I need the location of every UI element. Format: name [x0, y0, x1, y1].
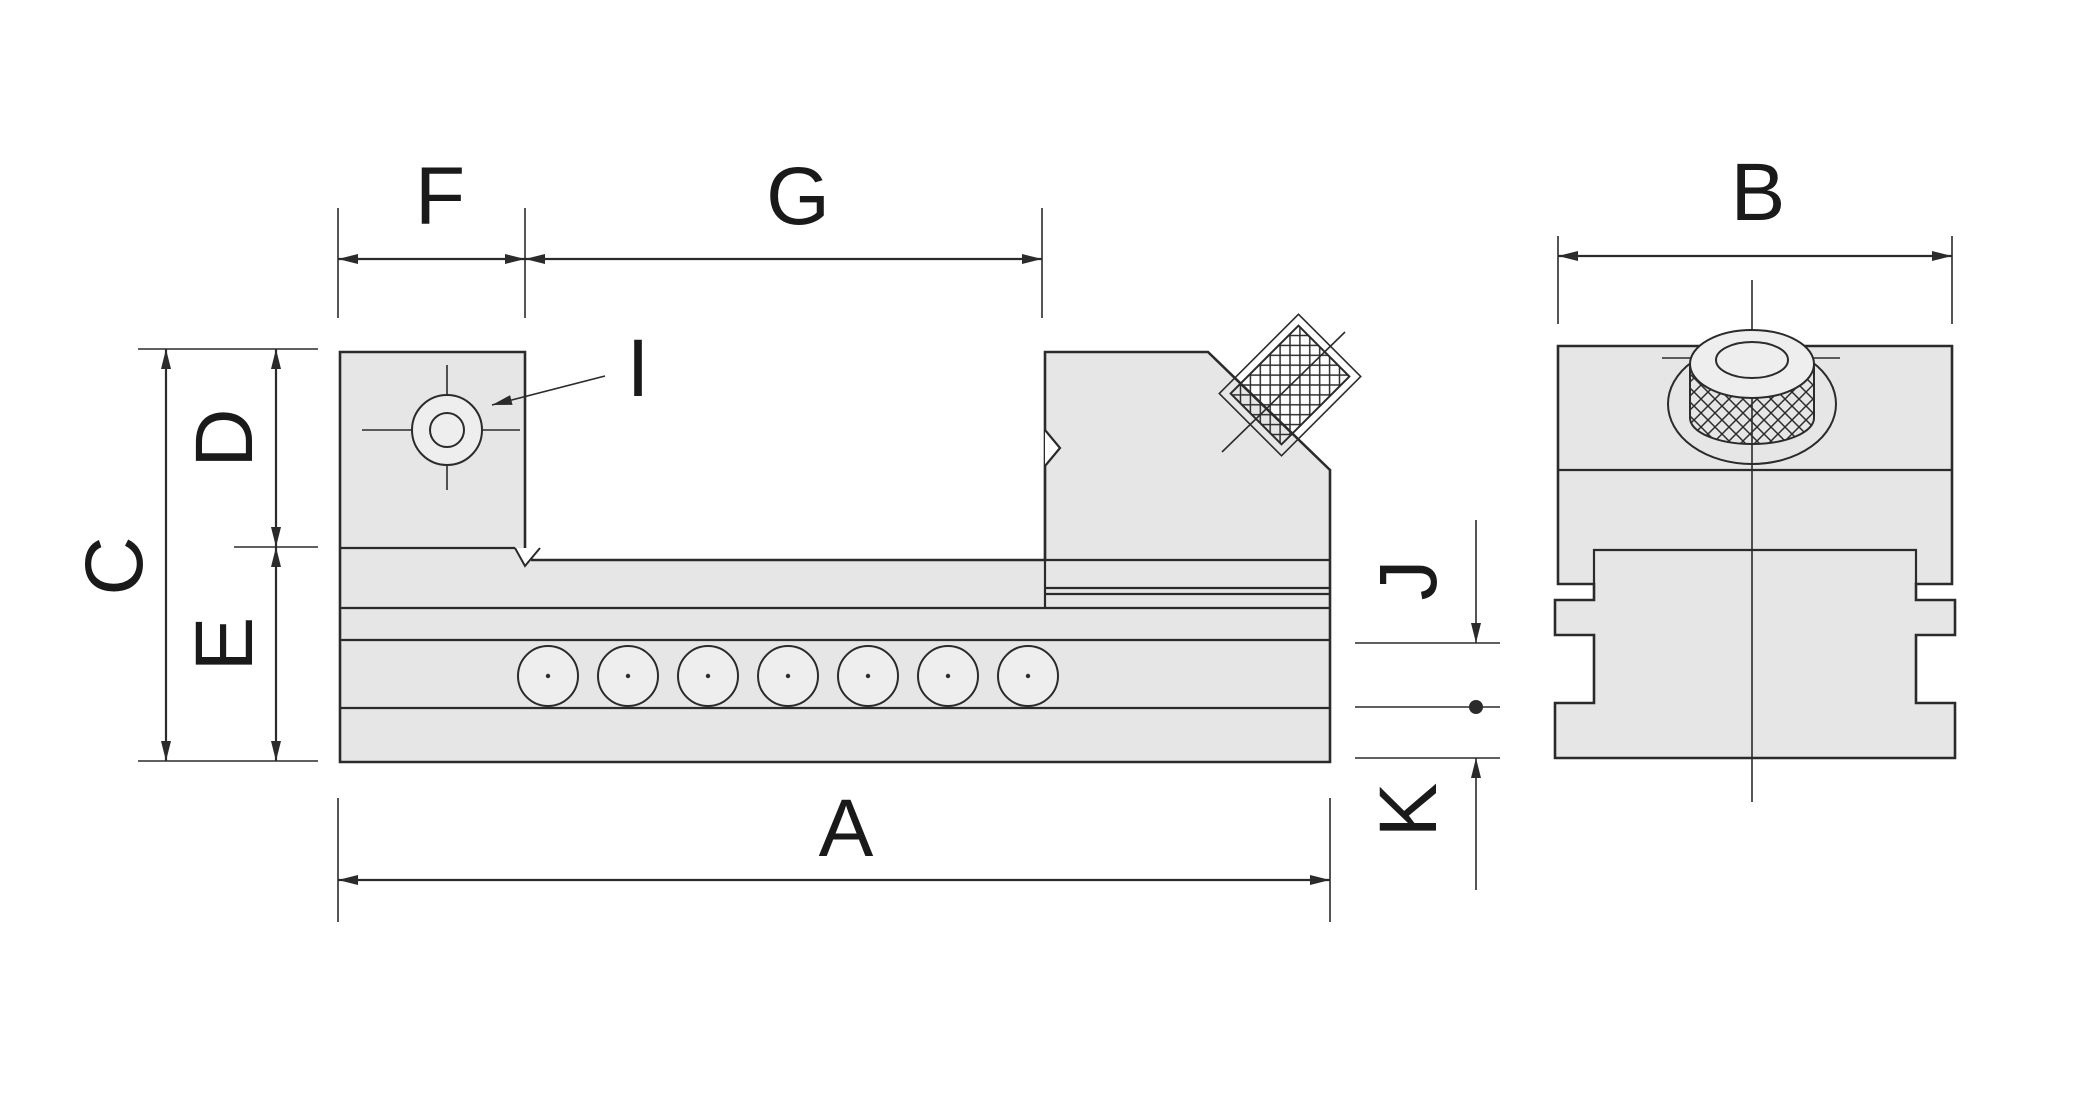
side-hole-center	[865, 673, 871, 679]
label-g: G	[766, 151, 830, 242]
label-k: K	[1363, 783, 1454, 838]
dimension-g: G	[525, 151, 1043, 318]
jaw-mounting-hole	[362, 365, 520, 490]
callout-i: I	[491, 323, 650, 414]
side-hole-center	[705, 673, 711, 679]
side-hole-center	[945, 673, 951, 679]
side-hole-center	[785, 673, 791, 679]
dimension-k: K	[1363, 758, 1481, 890]
vise-body-outline	[338, 350, 1332, 764]
label-a: A	[819, 783, 874, 874]
end-view-outline	[1553, 344, 1957, 760]
side-view	[338, 313, 1362, 764]
end-view-channel	[1592, 548, 1918, 584]
label-b: B	[1731, 147, 1786, 238]
side-hole-row	[517, 645, 1059, 707]
dimension-d: D	[179, 349, 318, 548]
label-c: C	[69, 536, 160, 595]
dimension-a: A	[337, 783, 1331, 922]
reference-point	[1469, 700, 1483, 714]
label-f: F	[415, 151, 465, 242]
dimension-e: E	[179, 547, 281, 761]
fixed-jaw-notch	[514, 547, 541, 568]
side-hole-center	[625, 673, 631, 679]
side-hole-center	[1025, 673, 1031, 679]
label-d: D	[179, 408, 270, 467]
label-i: I	[627, 323, 650, 414]
end-view	[1553, 280, 1957, 802]
dimension-j: J	[1355, 520, 1500, 759]
end-view-knob	[1662, 329, 1840, 465]
dimension-c: C	[69, 348, 318, 762]
dimension-f: F	[337, 151, 526, 318]
label-j: J	[1363, 560, 1454, 601]
clamp-knob	[1218, 313, 1362, 457]
jaw-notch	[1044, 429, 1062, 467]
side-hole-center	[545, 673, 551, 679]
dimension-b: B	[1557, 147, 1953, 324]
label-e: E	[179, 617, 270, 672]
